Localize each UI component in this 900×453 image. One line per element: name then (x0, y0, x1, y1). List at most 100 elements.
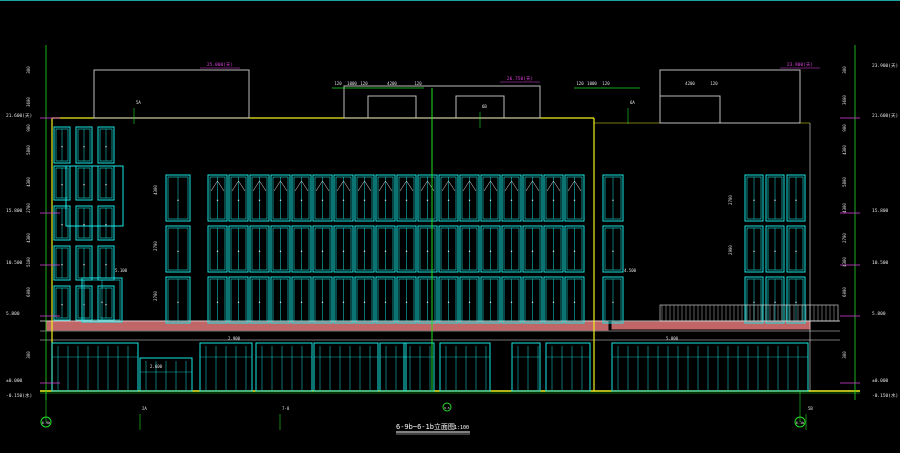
storefront (139, 357, 193, 392)
dim-label-right: 2700 (842, 233, 847, 243)
vent-mark (462, 180, 477, 192)
facade-window (228, 225, 249, 273)
right-window (744, 174, 764, 222)
facade-window (396, 276, 417, 324)
dim-label-left: 300 (26, 351, 31, 359)
dim-label-right: 300 (842, 351, 847, 359)
facade-window (207, 225, 228, 273)
window-dot (279, 199, 282, 201)
window-dot (510, 301, 513, 303)
facade-window-left (165, 225, 191, 273)
storefront (545, 342, 591, 392)
elevation-label-right: ±0.000 (872, 378, 889, 384)
dim-label-right: 5800 (842, 177, 847, 187)
facade-window (333, 174, 354, 222)
entrance-window (81, 277, 123, 323)
vent-mark (483, 180, 498, 192)
window-dim: 2900 (728, 245, 733, 255)
elevation-label-right: 10.500 (872, 260, 889, 266)
facade-window (312, 225, 333, 273)
window-dot (321, 199, 324, 201)
window-dot (216, 301, 219, 303)
facade-window (396, 174, 417, 222)
window-dot (447, 301, 450, 303)
window-dot (300, 301, 303, 303)
facade-window (207, 276, 228, 324)
window-dot (300, 250, 303, 252)
window-dot (753, 250, 755, 252)
window-dot (384, 250, 387, 252)
dim-label-right: 4300 (842, 145, 847, 155)
facade-window (228, 276, 249, 324)
window-dot (774, 250, 776, 252)
facade-window (501, 225, 522, 273)
vent-mark (336, 180, 351, 192)
facade-window (459, 276, 480, 324)
window-dot (531, 301, 534, 303)
window-dot (447, 199, 450, 201)
right-narrow-window (602, 174, 624, 222)
window-dot (258, 199, 261, 201)
vent-mark (399, 180, 414, 192)
facade-window (522, 276, 543, 324)
window-dot (795, 250, 797, 252)
vent-mark (273, 180, 288, 192)
facade-window (480, 225, 501, 273)
right-window (765, 174, 785, 222)
facade-window (291, 276, 312, 324)
facade-window (249, 276, 270, 324)
facade-window (543, 174, 564, 222)
window-dot (552, 301, 555, 303)
facade-window (564, 225, 585, 273)
window-dot (321, 301, 324, 303)
window-dot (321, 250, 324, 252)
dim-label-left: 5100 (26, 257, 31, 267)
window-dot (177, 301, 179, 303)
window-dot (61, 264, 63, 266)
level-tag: 4.500 (624, 268, 637, 273)
vent-mark (378, 180, 393, 192)
facade-window (333, 225, 354, 273)
right-window (744, 276, 764, 324)
roof-dim-label: 1000 (347, 81, 357, 86)
tower-window (97, 205, 115, 241)
window-dot (468, 301, 471, 303)
window-dot (105, 146, 107, 148)
window-dot (753, 199, 755, 201)
facade-window (543, 276, 564, 324)
window-dot (426, 199, 429, 201)
facade-window (270, 225, 291, 273)
top-border (0, 0, 900, 1)
window-dot (384, 199, 387, 201)
dim-label-left: 2700 (26, 203, 31, 213)
window-dot (510, 250, 513, 252)
storefront (313, 342, 379, 392)
window-dot (342, 199, 345, 201)
window-dot (105, 224, 107, 226)
window-dot (300, 199, 303, 201)
facade-window (522, 174, 543, 222)
tower-window (75, 205, 93, 241)
roof-structure-left (93, 69, 250, 119)
level-tag: 2.900 (228, 336, 241, 341)
facade-window (291, 174, 312, 222)
facade-window (375, 276, 396, 324)
roof-level-label: 26.750(天) (507, 76, 533, 82)
vent-mark (252, 180, 267, 192)
vent-mark (504, 180, 519, 192)
window-dot (795, 199, 797, 201)
facade-window (459, 174, 480, 222)
axis-label-right: 6-1b (796, 421, 804, 425)
window-dot (363, 250, 366, 252)
facade-window (354, 174, 375, 222)
window-dot (279, 301, 282, 303)
facade-window (270, 276, 291, 324)
callout-label: 6B (482, 104, 487, 109)
facade-window (312, 174, 333, 222)
facade-window (249, 225, 270, 273)
facade-window (375, 225, 396, 273)
window-dot (405, 199, 408, 201)
window-dot (468, 250, 471, 252)
dim-label-left: 900 (26, 124, 31, 132)
vent-mark (441, 180, 456, 192)
